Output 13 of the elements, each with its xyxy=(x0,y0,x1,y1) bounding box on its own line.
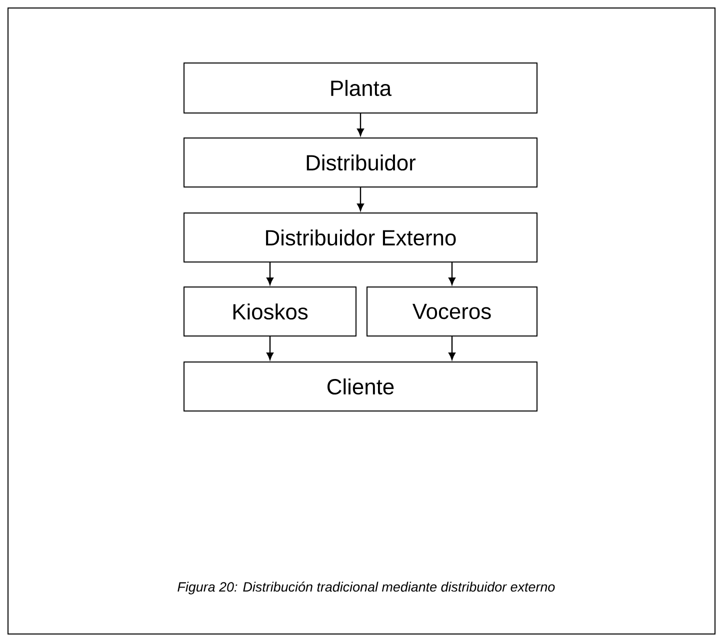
arrow xyxy=(266,336,274,360)
process-box: Cliente xyxy=(184,362,538,412)
process-box: Distribuidor Externo xyxy=(184,212,538,262)
process-box: Distribuidor xyxy=(184,138,538,188)
process-box: Kioskos xyxy=(184,286,356,336)
caption: Figura 20: Distribución tradicional mediante distribuidor externo xyxy=(178,582,555,594)
process-box: Voceros xyxy=(366,286,538,336)
arrow xyxy=(448,336,456,360)
arrow xyxy=(266,262,274,285)
arrow xyxy=(448,262,456,285)
arrow xyxy=(357,188,364,211)
arrow xyxy=(357,114,364,136)
process-box: Planta xyxy=(184,62,538,114)
